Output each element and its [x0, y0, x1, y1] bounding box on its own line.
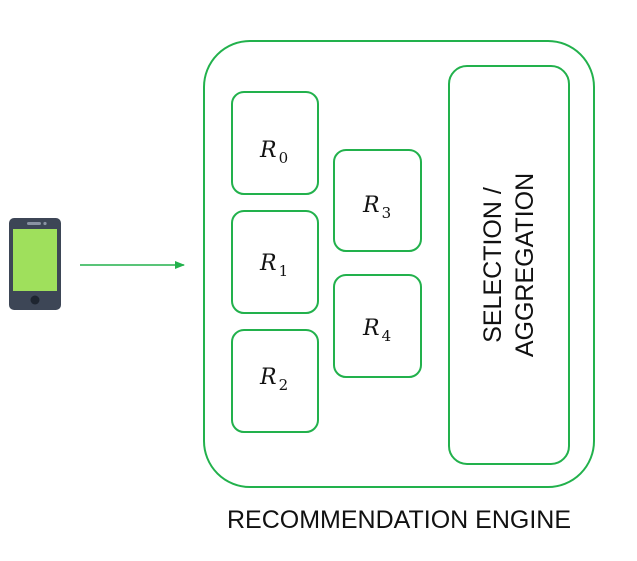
recommender-r4-subscript: 4: [382, 327, 392, 345]
svg-text:R4: R4: [362, 316, 391, 345]
recommender-r0-subscript: 0: [279, 149, 289, 167]
engine-caption: RECOMMENDATION ENGINE: [227, 506, 571, 534]
recommender-r1-letter: R: [259, 251, 277, 276]
aggregation-label-line2: AGGREGATION: [511, 173, 539, 357]
recommender-r4-letter: R: [362, 316, 380, 341]
svg-text:R2: R2: [259, 365, 288, 394]
selection-aggregation-block: SELECTION / AGGREGATION: [448, 65, 570, 465]
recommender-r3-letter: R: [362, 193, 380, 218]
svg-text:R3: R3: [362, 193, 391, 222]
svg-text:R1: R1: [259, 251, 288, 280]
recommender-r2-subscript: 2: [279, 376, 289, 394]
svg-text:R0: R0: [259, 138, 288, 167]
aggregation-label-line1: SELECTION /: [479, 187, 507, 343]
recommender-r3-subscript: 3: [382, 204, 392, 222]
smartphone-icon: [9, 218, 61, 310]
recommender-r2-letter: R: [259, 365, 277, 390]
recommender-r1-subscript: 1: [279, 262, 289, 280]
recommender-r0-letter: R: [259, 138, 277, 163]
